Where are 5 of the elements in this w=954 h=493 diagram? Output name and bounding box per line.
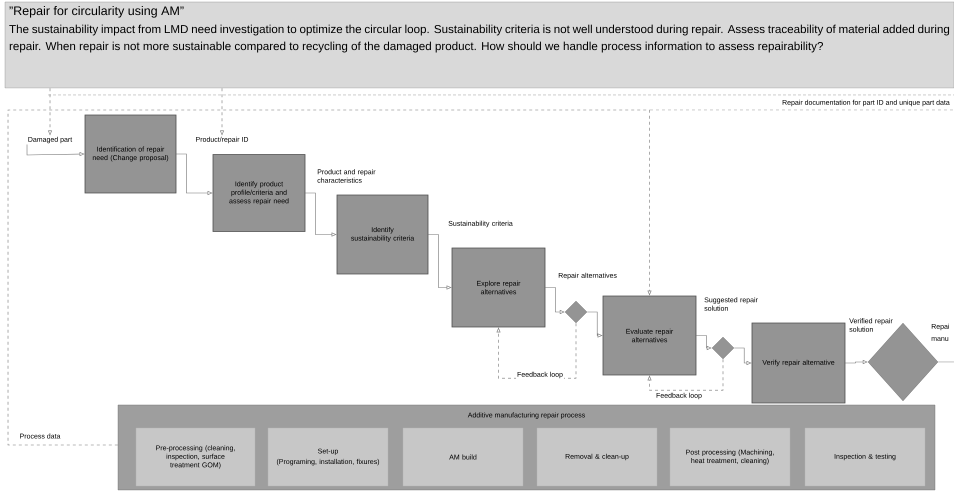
decision-diamond — [564, 300, 588, 324]
decision-diamond — [712, 336, 734, 360]
arrow — [8, 110, 652, 446]
arrow — [647, 358, 724, 390]
header-box: ”Repair for circularity using AM” The sustainability impact from LMD need investigation to optimize the circular loop. Sustainability criteria is not well understood during repair. Assess traceability of material added during repair. When repair is not more sustainable compared to recycling of the damaged product. How should we handle process information to assess repairability? — [4, 2, 954, 88]
